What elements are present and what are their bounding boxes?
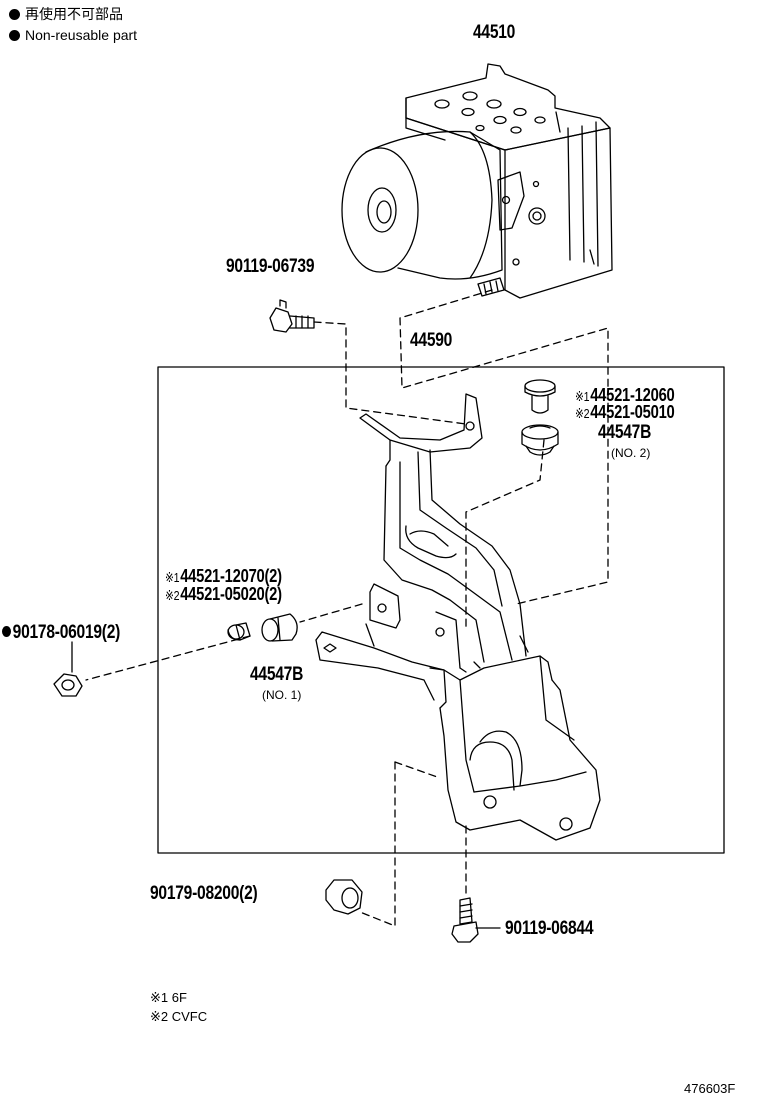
part-label-90119-06739[interactable]: 90119-06739	[226, 256, 315, 277]
mark-1: ※1	[165, 570, 180, 585]
bolt-90119-06739	[269, 299, 315, 333]
abs-actuator	[341, 63, 613, 299]
nut-90178-06019	[53, 641, 83, 697]
part-label-44521-05010[interactable]: ※244521-05010	[575, 402, 675, 423]
legend-jp-text: 再使用不可部品	[25, 6, 123, 22]
bracket-44590	[315, 393, 601, 841]
legend-en-text: Non-reusable part	[25, 27, 138, 43]
legend-en: Non-reusable part	[9, 27, 137, 44]
footnote-text: 6F	[171, 990, 187, 1005]
illustration-id: 476603F	[684, 1081, 736, 1096]
mark-1: ※1	[575, 389, 590, 404]
part-label-44547b-no2[interactable]: 44547B	[598, 422, 652, 443]
part-number: 44521-05020(2)	[180, 584, 282, 604]
mark-2: ※2	[575, 406, 590, 421]
non-reusable-bullet-icon	[2, 626, 12, 637]
nut-90179-08200	[325, 879, 363, 915]
part-sub-no2: (NO. 2)	[611, 446, 651, 460]
part-number: 90178-06019(2)	[12, 622, 121, 643]
assembly-leader-lines	[85, 289, 609, 927]
part-label-44590[interactable]: 44590	[410, 330, 453, 351]
footnote-2: ※2 CVFC	[150, 1009, 207, 1025]
part-label-90119-06844[interactable]: 90119-06844	[505, 918, 594, 939]
part-label-90178-06019[interactable]: 90178-06019(2)	[2, 622, 120, 644]
part-sub-no1: (NO. 1)	[262, 688, 302, 702]
part-label-44521-12070[interactable]: ※144521-12070(2)	[165, 566, 282, 587]
bolt-90119-06844	[451, 897, 501, 943]
non-reusable-bullet-icon	[9, 30, 20, 41]
footnote-text: CVFC	[171, 1009, 208, 1024]
non-reusable-bullet-icon	[9, 9, 20, 20]
part-label-44510[interactable]: 44510	[473, 22, 516, 43]
part-label-44547b-no1[interactable]: 44547B	[250, 664, 304, 685]
part-label-90179-08200[interactable]: 90179-08200(2)	[150, 883, 258, 904]
mark-2: ※2	[165, 588, 180, 603]
part-number: 44521-12070(2)	[180, 566, 282, 586]
legend-jp: 再使用不可部品	[9, 6, 123, 23]
grommet-44547b-no2	[521, 379, 559, 456]
footnote-mark: ※2	[150, 1009, 169, 1024]
part-label-44521-05020[interactable]: ※244521-05020(2)	[165, 584, 282, 605]
part-number: 44521-12060	[590, 385, 675, 405]
part-label-44521-12060[interactable]: ※144521-12060	[575, 385, 675, 406]
assembly-frame	[157, 366, 725, 854]
grommet-44547b-no1	[227, 613, 298, 642]
part-number: 44521-05010	[590, 402, 675, 422]
footnote-1: ※1 6F	[150, 990, 187, 1006]
footnote-mark: ※1	[150, 990, 169, 1005]
